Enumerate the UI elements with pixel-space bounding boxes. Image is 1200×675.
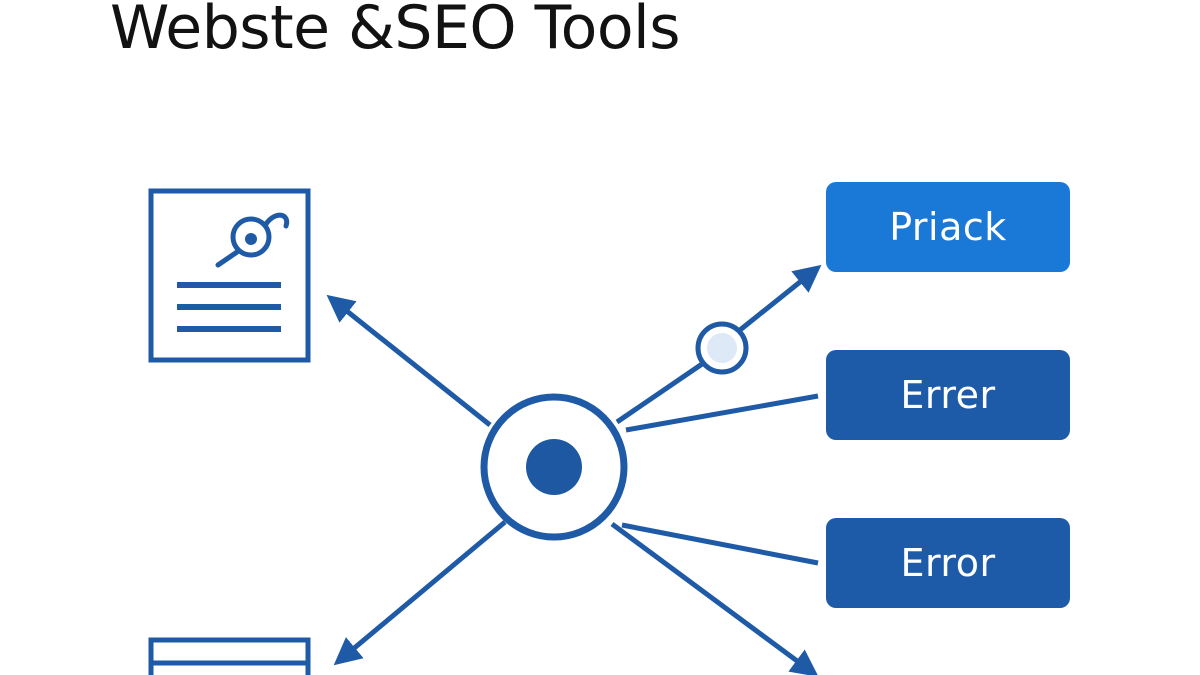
error-button[interactable]: Error [826,518,1070,608]
connector-to-error-button [621,522,819,566]
errer-button[interactable]: Errer [826,350,1070,440]
arrow-to-primary-button [738,264,822,332]
connector-to-node [615,359,707,425]
arrow-to-list-document [333,520,507,666]
hub-target-icon [480,393,628,541]
priack-button[interactable]: Priack [826,182,1070,272]
connector-to-errer-button [625,393,819,433]
priack-button-label: Priack [889,205,1007,249]
list-document-icon [148,637,311,675]
arrow-to-document [326,294,492,427]
arrow-to-bottom-right [610,521,819,675]
error-button-label: Error [900,541,996,585]
seo-document-icon [148,188,311,363]
errer-button-label: Errer [900,373,996,417]
page-title: Webste &SEO Tools [110,0,680,63]
intermediate-node [695,321,749,375]
